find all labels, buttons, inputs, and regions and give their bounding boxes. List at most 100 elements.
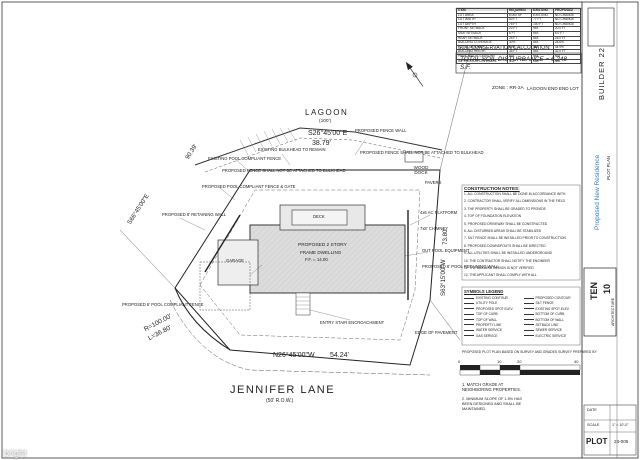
- legend-label: PROPOSED SPOT ELEV.: [476, 306, 514, 311]
- edge-of-pavement: [169, 299, 431, 376]
- distance-top: 38.79': [312, 140, 331, 147]
- callout-existing-fence: EXISTING POOL COMPLIANT FENCE: [208, 156, 282, 161]
- legend-item: PROPOSED SPOT ELEV.: [464, 307, 520, 311]
- property-curve: [174, 287, 231, 351]
- callout-pavers: PAVERS: [425, 180, 442, 185]
- setback-line: [199, 189, 421, 341]
- logo-tagline: ARCHITECTURE: [611, 297, 615, 326]
- legend-symbol-icon: [464, 302, 474, 304]
- legend-label: UTILITY POLE: [476, 301, 498, 306]
- callout-pool-equipment: OUT POOL EQUIPMENT: [422, 248, 470, 253]
- legend-item: SILT FENCE: [523, 301, 580, 306]
- legend-label: WATER SERVICE: [476, 328, 502, 333]
- scale-mark-10: 10: [497, 359, 502, 364]
- construction-notes-list: 1. ALL CONSTRUCTION SHALL BE DONE IN ACC…: [464, 191, 579, 280]
- legend-item: BOTTOM OF WALL: [523, 317, 580, 322]
- zone-label: ZONE : RR-2A: [492, 86, 524, 91]
- scale-mark-0: 0: [458, 359, 461, 364]
- dwelling-ff: F.F. = 14.00: [305, 257, 328, 262]
- driveway: [199, 261, 251, 311]
- callout-ac-platform: 4x6 AC PLATFORM: [420, 210, 458, 215]
- legend-item: TOP OF WALL: [464, 318, 520, 322]
- callout-pool-compliant-fence: PROPOSED 6' POOL COMPLIANT FENCE: [122, 302, 204, 307]
- legend-label: PROPERTY LINE: [476, 322, 502, 327]
- distance-bottom: 54.24': [330, 352, 349, 359]
- callout-pool-fence: PROPOSED POOL COMPLIANT FENCE & GATE: [202, 184, 296, 189]
- list-item: 2. CONTRACTOR SHALL VERIFY ALL DIMENSION…: [464, 199, 566, 204]
- legend-item: PROPERTY LINE: [464, 323, 520, 327]
- construction-notes-box: [461, 184, 581, 281]
- lot-type-label: LAGOON END END LOT: [527, 86, 579, 91]
- legend-item: GAS SERVICE: [464, 334, 520, 338]
- legend-label: SEWER SERVICE: [535, 328, 563, 333]
- north-arrow: [405, 61, 424, 87]
- scale-value: 1" = 10'-0": [612, 423, 629, 427]
- title-block-logo-frame: [583, 267, 617, 337]
- list-item: 9. ALL UTILITIES SHALL BE INSTALLED UNDE…: [464, 251, 553, 256]
- legend-label: SILT FENCE: [535, 301, 554, 306]
- bearing-bottom: N26°45'00"W: [273, 352, 315, 359]
- legend-label: ELECTRIC SERVICE: [535, 333, 567, 338]
- table-cell: N/A: [506, 58, 533, 65]
- min-slope-note: 2. MINIMUM SLOPE OF 1.5% HAS BEEN DESIGN…: [462, 397, 522, 411]
- legend-symbol-icon: [523, 329, 534, 331]
- logo-ten-number: 10: [602, 283, 612, 294]
- legend-title: SYMBOLS LEGEND: [464, 289, 504, 294]
- scale-mark-40: 40: [574, 359, 579, 364]
- survey-footnote: PROPOSED PLOT PLAN BASED ON SURVEY AND G…: [462, 350, 597, 354]
- legend-symbol-icon: [523, 308, 534, 310]
- list-item: 5. PROPOSED DRIVEWAY SHALL BE CONSTRUCTE…: [464, 221, 548, 226]
- legend-label: TOP OF CURB: [476, 312, 498, 317]
- bright-watermark-logo: bright: [4, 448, 27, 458]
- dwelling-title: PROPOSED 2 STORY: [298, 243, 347, 248]
- callout-fence-wall: PROPOSED FENCE WALL: [355, 128, 407, 133]
- street-row: (50' R.O.W.): [266, 398, 294, 404]
- bulkhead-offset: [204, 137, 441, 173]
- callout-fence-not-attached: PROPOSED FENCE SHALL NOT BE ATTACHED TO …: [360, 150, 484, 155]
- list-item: 4. TOP OF FOUNDATION ELEVATION: [464, 214, 522, 219]
- pool: [291, 209, 348, 226]
- legend-symbol-icon: [464, 329, 474, 331]
- lagoon-width: (100'): [319, 119, 332, 124]
- sheet-label: PLOT: [586, 437, 608, 446]
- legend-symbol-icon: [523, 335, 534, 337]
- date-label: DATE: [587, 408, 597, 412]
- construction-notes: CONSTRUCTION NOTES: 1. ALL CONSTRUCTION …: [464, 186, 579, 280]
- street-name: JENNIFER LANE: [230, 384, 336, 396]
- project-title: Proposed New Residence: [594, 154, 601, 230]
- callout-edge-pavement: EDGE OF PAVEMENT: [415, 330, 458, 335]
- soil-calc-heading: SOIL CONSERVATION CALCULATION:: [458, 45, 551, 51]
- legend-item: PROPOSED CONTOUR: [523, 296, 580, 300]
- legend-symbol-icon: [523, 313, 534, 315]
- legend-label: BOTTOM OF CURB: [535, 312, 565, 317]
- legend-symbol-icon: [523, 297, 534, 299]
- callout-entry-stair: ENTRY STAIR ENCROACHMENT: [320, 320, 385, 325]
- legend-grid: EXISTING CONTOUR PROPOSED CONTOUR UTILITY …: [464, 296, 579, 338]
- legend-label: EXISTING CONTOUR: [476, 296, 508, 300]
- deck-label: DECK: [313, 214, 325, 219]
- legend-label: BOTTOM OF WALL: [535, 317, 564, 322]
- list-item: 8. PROPOSED DOWNSPOUTS SHALL BE DIRECTED: [464, 243, 546, 248]
- garage-footprint: [217, 239, 259, 286]
- legend-item: EXISTING SPOT ELEV.: [523, 307, 580, 311]
- scale-label: SCALE: [587, 423, 600, 427]
- legend-box: [461, 286, 581, 346]
- legend-label: TOP OF WALL: [476, 317, 498, 322]
- legend-item: UTILITY POLE: [464, 301, 520, 305]
- legend-item: WATER SERVICE: [464, 328, 520, 332]
- legend-symbol-icon: [464, 297, 474, 299]
- legend-symbol-icon: [464, 313, 474, 315]
- legend-symbol-icon: [523, 324, 534, 326]
- legend-item: TOP OF CURB: [464, 312, 520, 316]
- callout-pool-retaining-wall: PROPOSED 6' POOL RETAINING WALL: [422, 264, 499, 269]
- legend-label: PROPOSED CONTOUR: [535, 296, 571, 300]
- list-item: 11. THE BUILDING DESIGN IS NOT VERIFIED: [464, 266, 534, 271]
- list-item: 6. ALL DISTURBED AREAS SHALL BE STABILIZ…: [464, 229, 542, 234]
- construction-notes-title: CONSTRUCTION NOTES:: [464, 186, 520, 191]
- legend-symbol-icon: [464, 308, 474, 310]
- symbols-legend: SYMBOLS LEGEND EXISTING CONTOUR PROPOSED …: [464, 289, 579, 338]
- list-item: 1. ALL CONSTRUCTION SHALL BE DONE IN ACC…: [464, 192, 566, 196]
